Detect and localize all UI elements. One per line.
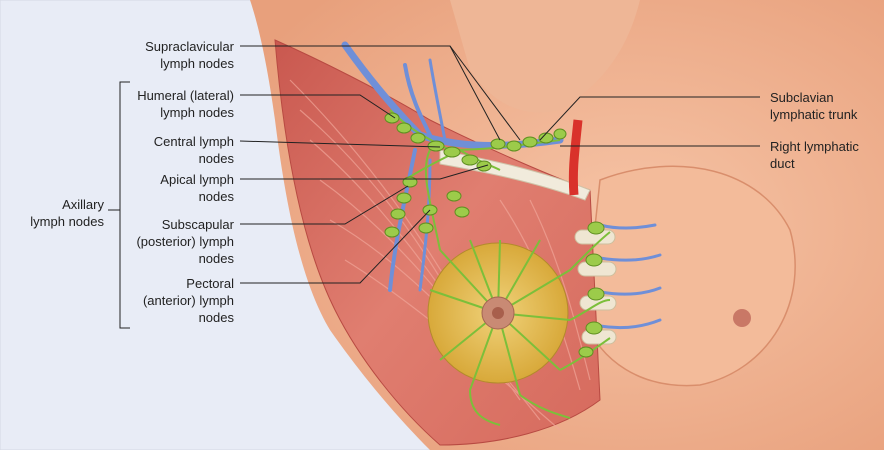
label-line: lymphatic trunk <box>770 106 880 123</box>
label-apical: Apical lymph nodes <box>120 171 234 205</box>
label-subclavian-trunk: Subclavian lymphatic trunk <box>770 89 880 123</box>
label-line: nodes <box>120 250 234 267</box>
label-line: lymph nodes <box>110 104 234 121</box>
label-subscapular: Subscapular (posterior) lymph nodes <box>120 216 234 267</box>
label-line: Apical lymph <box>120 171 234 188</box>
label-line: Supraclavicular <box>120 38 234 55</box>
label-central: Central lymph nodes <box>120 133 234 167</box>
label-line: duct <box>770 155 880 172</box>
label-line: Humeral (lateral) <box>110 87 234 104</box>
label-line: lymph nodes <box>8 213 104 230</box>
label-pectoral: Pectoral (anterior) lymph nodes <box>120 275 234 326</box>
label-line: Right lymphatic <box>770 138 880 155</box>
label-line: (anterior) lymph <box>120 292 234 309</box>
label-axillary: Axillary lymph nodes <box>8 196 104 230</box>
label-line: nodes <box>120 309 234 326</box>
label-line: nodes <box>120 150 234 167</box>
label-line: Pectoral <box>120 275 234 292</box>
label-line: (posterior) lymph <box>120 233 234 250</box>
subclavian-artery <box>573 120 578 195</box>
label-supraclavicular: Supraclavicular lymph nodes <box>120 38 234 72</box>
label-humeral: Humeral (lateral) lymph nodes <box>110 87 234 121</box>
label-line: Subscapular <box>120 216 234 233</box>
label-line: nodes <box>120 188 234 205</box>
label-line: lymph nodes <box>120 55 234 72</box>
nipple-left <box>492 307 504 319</box>
label-line: Axillary <box>8 196 104 213</box>
nipple-right <box>733 309 751 327</box>
label-line: Subclavian <box>770 89 880 106</box>
label-right-lymphatic-duct: Right lymphatic duct <box>770 138 880 172</box>
label-line: Central lymph <box>120 133 234 150</box>
